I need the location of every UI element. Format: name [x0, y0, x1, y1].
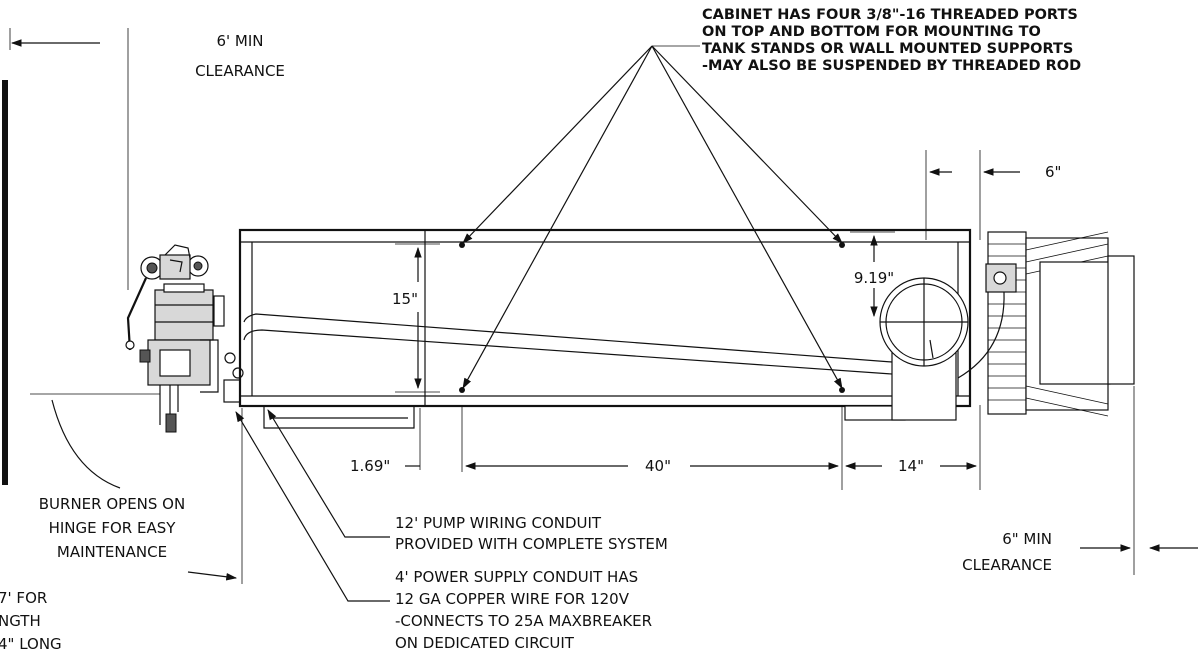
port-top-right [839, 242, 845, 248]
pump-conduit-callout: 12' PUMP WIRING CONDUIT PROVIDED WITH CO… [267, 409, 668, 553]
dim-right-span: 14" [844, 405, 981, 490]
burner-assembly [125, 244, 244, 433]
dim-cabinet-height: 15" [392, 243, 440, 393]
cabinet-ports-line1: CABINET HAS FOUR 3/8"-16 THREADED PORTS [702, 7, 1078, 23]
dim-top-right: 6" [925, 150, 1061, 240]
port-bottom-left [459, 387, 465, 393]
flue-partial-line1: 7' FOR [0, 589, 47, 607]
dim-port-offset: 9.19" [850, 231, 895, 318]
cabinet-ports-line3: TANK STANDS OR WALL MOUNTED SUPPORTS [702, 41, 1073, 57]
burner-hinge-line1: BURNER OPENS ON [39, 495, 185, 513]
power-conduit-callout: 4' POWER SUPPLY CONDUIT HAS 12 GA COPPER… [235, 411, 652, 651]
power-conduit-line2: 12 GA COPPER WIRE FOR 120V [395, 590, 630, 608]
dim-port-spacing: 40" [461, 405, 843, 490]
port-top-left [459, 242, 465, 248]
power-conduit-line4: ON DEDICATED CIRCUIT [395, 634, 575, 651]
dim-bottom-offset-label: 1.69" [350, 457, 390, 475]
dim-right-span-label: 14" [898, 457, 924, 475]
flue-partial-line3: 4" LONG [0, 635, 62, 651]
clearance-right-line1: 6" MIN [1002, 530, 1052, 548]
clearance-right-line2: CLEARANCE [962, 556, 1052, 574]
flue-partial-callout: 7' FOR NGTH 4" LONG [0, 589, 62, 651]
clearance-left-line2: CLEARANCE [195, 62, 285, 80]
flue-outlet [879, 277, 969, 421]
dim-cabinet-height-label: 15" [392, 290, 418, 308]
dim-port-spacing-label: 40" [645, 457, 671, 475]
right-clearance-dimension: 6" MIN CLEARANCE [962, 386, 1198, 575]
burner-hinge-callout: BURNER OPENS ON HINGE FOR EASY MAINTENAN… [39, 399, 243, 584]
burner-hinge-line3: MAINTENANCE [57, 543, 167, 561]
leader-port-top-right [651, 45, 843, 244]
dim-bottom-offset: 1.69" [350, 408, 421, 475]
power-conduit-line1: 4' POWER SUPPLY CONDUIT HAS [395, 568, 638, 586]
clearance-left-line1: 6' MIN [216, 32, 263, 50]
port-bottom-right [839, 387, 845, 393]
dim-top-right-label: 6" [1045, 163, 1061, 181]
leader-port-bottom-right [651, 45, 843, 389]
left-clearance-dimension: 6' MIN CLEARANCE [9, 28, 285, 290]
leader-port-top-left [462, 45, 653, 244]
cabinet-body [238, 228, 972, 429]
power-conduit-line3: -CONNECTS TO 25A MAXBREAKER [395, 612, 652, 630]
pump-conduit-line2: PROVIDED WITH COMPLETE SYSTEM [395, 535, 668, 553]
blower-fan-unit [957, 231, 1135, 417]
pump-conduit-line1: 12' PUMP WIRING CONDUIT [395, 514, 602, 532]
burner-hinge-line2: HINGE FOR EASY [49, 519, 177, 537]
cabinet-ports-callout: CABINET HAS FOUR 3/8"-16 THREADED PORTS … [462, 7, 1081, 389]
cabinet-ports-line2: ON TOP AND BOTTOM FOR MOUNTING TO [702, 24, 1041, 40]
dim-port-offset-label: 9.19" [854, 269, 894, 287]
flue-partial-line2: NGTH [0, 612, 41, 630]
cabinet-ports-line4: -MAY ALSO BE SUSPENDED BY THREADED ROD [702, 58, 1081, 74]
leader-port-bottom-left [462, 45, 653, 389]
